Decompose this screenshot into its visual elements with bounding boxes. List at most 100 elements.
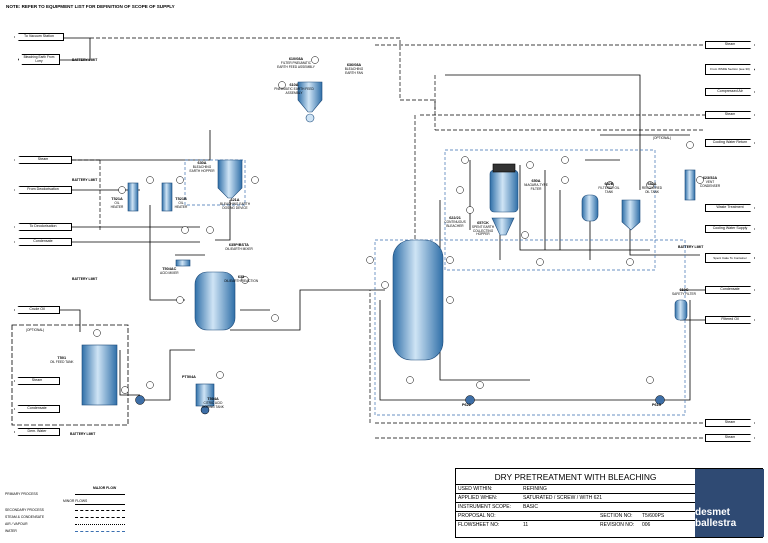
- legend-line-primary: [75, 493, 125, 495]
- tb-value: SATURATED / SCREW / WITH 621: [523, 495, 602, 501]
- flag-spent-cake-to-container[interactable]: Spent Cake To Container: [705, 253, 755, 263]
- battery-limit-5: BATTERY LIMIT: [678, 245, 704, 249]
- pump-filtered-icon: [655, 395, 665, 405]
- tb-value: T5/600PS: [642, 513, 665, 519]
- tb-label: SECTION NO:: [600, 513, 633, 519]
- optional-feed-tank-boundary: [11, 324, 129, 426]
- legend-row-secondary: SECONDARY PROCESS: [5, 508, 44, 512]
- flag-condensate-left-2[interactable]: Condensate: [14, 405, 60, 413]
- pump-bleacher-icon: [465, 395, 475, 405]
- flag-condensate-right[interactable]: Condensate: [705, 286, 755, 294]
- legend-row-water: WATER: [5, 529, 17, 533]
- flag-filtered-oil[interactable]: Filtered Oil: [705, 316, 755, 324]
- tb-label: PROPOSAL NO:: [458, 513, 496, 519]
- optional-label-left: (OPTIONAL): [26, 328, 45, 332]
- recovered-oil-tank: [621, 199, 641, 231]
- battery-limit-4: BATTERY LIMIT: [70, 432, 96, 436]
- continuous-bleacher: [392, 239, 444, 361]
- legend-row-minor: MINOR FLOWS: [63, 499, 88, 503]
- flag-steam-left[interactable]: Steam: [14, 156, 72, 164]
- pump-acid-icon: [200, 405, 210, 415]
- flag-compressed-air[interactable]: Compressed Air: [705, 88, 755, 96]
- flag-steam-left-2[interactable]: Steam: [14, 377, 60, 385]
- tag-p615: P615: [652, 403, 661, 407]
- tag-p622: P622: [462, 403, 471, 407]
- flag-condensate-left-1[interactable]: Condensate: [14, 238, 72, 246]
- tb-label: INSTRUMENT SCOPE:: [458, 504, 511, 510]
- legend-title: MAJOR FLOW: [93, 486, 117, 490]
- flag-steam-right-3[interactable]: Steam: [705, 419, 755, 427]
- flag-steam-right-2[interactable]: Steam: [705, 111, 755, 119]
- filtered-oil-tank: [581, 194, 599, 222]
- flag-to-vacuum-station[interactable]: To Vacuum Station: [14, 33, 64, 41]
- equipment-boundary-lines: [184, 149, 686, 416]
- rotary-valve-icon: [305, 113, 315, 123]
- tb-value: 11: [523, 522, 529, 528]
- flag-from-deodorisation[interactable]: From Deodorisation: [14, 186, 72, 194]
- flag-waste-treatment[interactable]: Waste Treatment: [705, 204, 755, 212]
- acid-mixer: [175, 259, 191, 267]
- tb-value: 006: [642, 522, 651, 528]
- pumps: [135, 395, 665, 415]
- legend-line-air: [75, 523, 125, 525]
- flag-from-wsde[interactable]: From WSDE Section (see 30): [705, 64, 755, 75]
- niagara-filter: [489, 169, 519, 213]
- spent-earth-hopper: [491, 217, 515, 236]
- tb-row-used-within: USED WITHIN: REFINING: [456, 484, 695, 494]
- title-block: DRY PRETREATMENT WITH BLEACHING desmet b…: [455, 468, 764, 538]
- legend-line-steam: [75, 516, 125, 518]
- flag-cooling-water-supply[interactable]: Cooling Water Supply: [705, 225, 755, 233]
- tb-value: BASIC: [523, 504, 539, 510]
- earth-feed-hopper: [297, 81, 323, 113]
- flag-to-deodorisation[interactable]: To Deodorisation: [14, 223, 72, 231]
- flag-steam-right-4[interactable]: Steam: [705, 434, 755, 442]
- scope-note: NOTE: REFER TO EQUIPMENT LIST FOR DEFINI…: [6, 4, 175, 9]
- flag-steam-right-1[interactable]: Steam: [705, 41, 755, 49]
- flag-cooling-water-return[interactable]: Cooling Water Return: [705, 139, 755, 147]
- vessels: [81, 81, 696, 407]
- tb-row-flowsheet: FLOWSHEET NO: 11 REVISION NO: 006: [456, 520, 695, 530]
- legend-row-steam: STEAM & CONDENSATE: [5, 515, 45, 519]
- legend-line-water: [75, 530, 125, 532]
- flag-bleaching-earth-from-lorry[interactable]: Bleaching Earth From Lorry: [18, 54, 60, 65]
- instrument-bubbles: [93, 56, 704, 394]
- legend-line-secondary: [75, 509, 125, 511]
- oil-earth-reaction-vessel: [194, 271, 236, 331]
- safety-filter: [674, 299, 688, 321]
- battery-limit-3: BATTERY LIMIT: [72, 277, 98, 281]
- oil-feed-tank: [81, 344, 118, 406]
- vent-condenser: [684, 169, 696, 201]
- battery-limit-1: BATTERY LIMIT: [72, 58, 98, 62]
- flag-dem-water[interactable]: Dem. Water: [14, 428, 60, 436]
- tb-value: REFINING: [523, 486, 547, 492]
- tb-label: REVISION NO:: [600, 522, 635, 528]
- tag-pt504a: PT504A: [182, 375, 196, 379]
- battery-limit-2: BATTERY LIMIT: [72, 178, 98, 182]
- oil-heater-b: [161, 182, 173, 212]
- niagara-filter-cap: [492, 163, 516, 173]
- tb-row-proposal: PROPOSAL NO: SECTION NO: T5/600PS: [456, 511, 695, 521]
- drawing-title: DRY PRETREATMENT WITH BLEACHING: [456, 469, 696, 484]
- tb-label: USED WITHIN:: [458, 486, 493, 492]
- legend-row-air: AIR / VAPOUR: [5, 522, 28, 526]
- legend-row-primary: PRIMARY PROCESS: [5, 492, 38, 496]
- flag-crude-oil[interactable]: Crude Oil: [14, 306, 60, 314]
- tb-row-instrument-scope: INSTRUMENT SCOPE: BASIC: [456, 502, 695, 512]
- tb-label: APPLIED WHEN:: [458, 495, 498, 501]
